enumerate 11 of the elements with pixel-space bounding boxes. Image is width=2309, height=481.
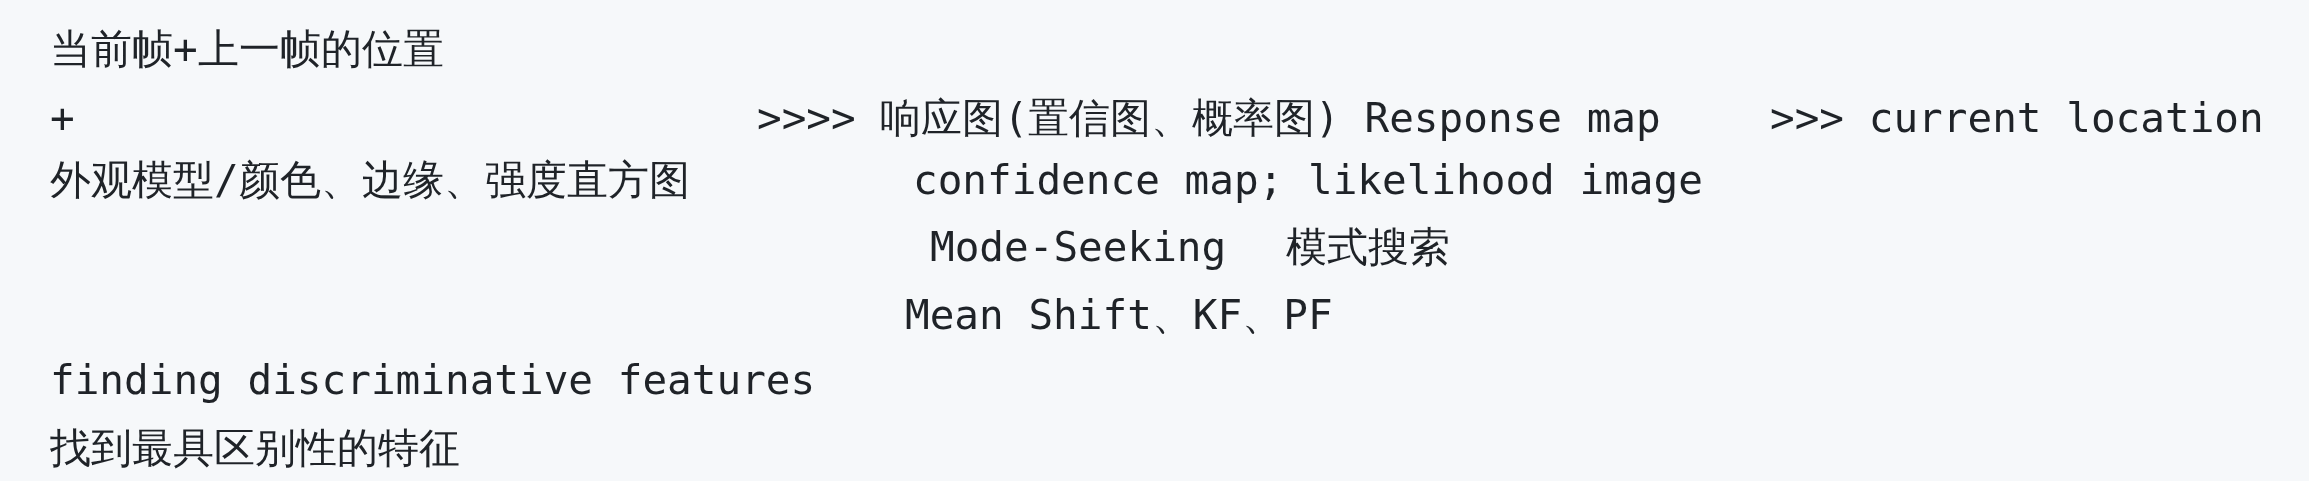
- code-text: 模式搜索: [1286, 222, 1450, 272]
- code-text: 外观模型/颜色、边缘、强度直方图: [50, 155, 690, 205]
- code-text: Mode-Seeking: [930, 222, 1227, 272]
- code-text: finding discriminative features: [50, 355, 816, 405]
- code-text: >>> current location: [1770, 93, 2264, 143]
- code-text: 找到最具区别性的特征: [50, 423, 460, 473]
- code-text: 当前帧+上一帧的位置: [50, 24, 444, 74]
- code-text: >>>> 响应图(置信图、概率图) Response map: [757, 93, 1661, 143]
- code-text: +: [50, 93, 75, 143]
- code-text: confidence map; likelihood image: [913, 155, 1703, 205]
- code-text: Mean Shift、KF、PF: [905, 290, 1333, 340]
